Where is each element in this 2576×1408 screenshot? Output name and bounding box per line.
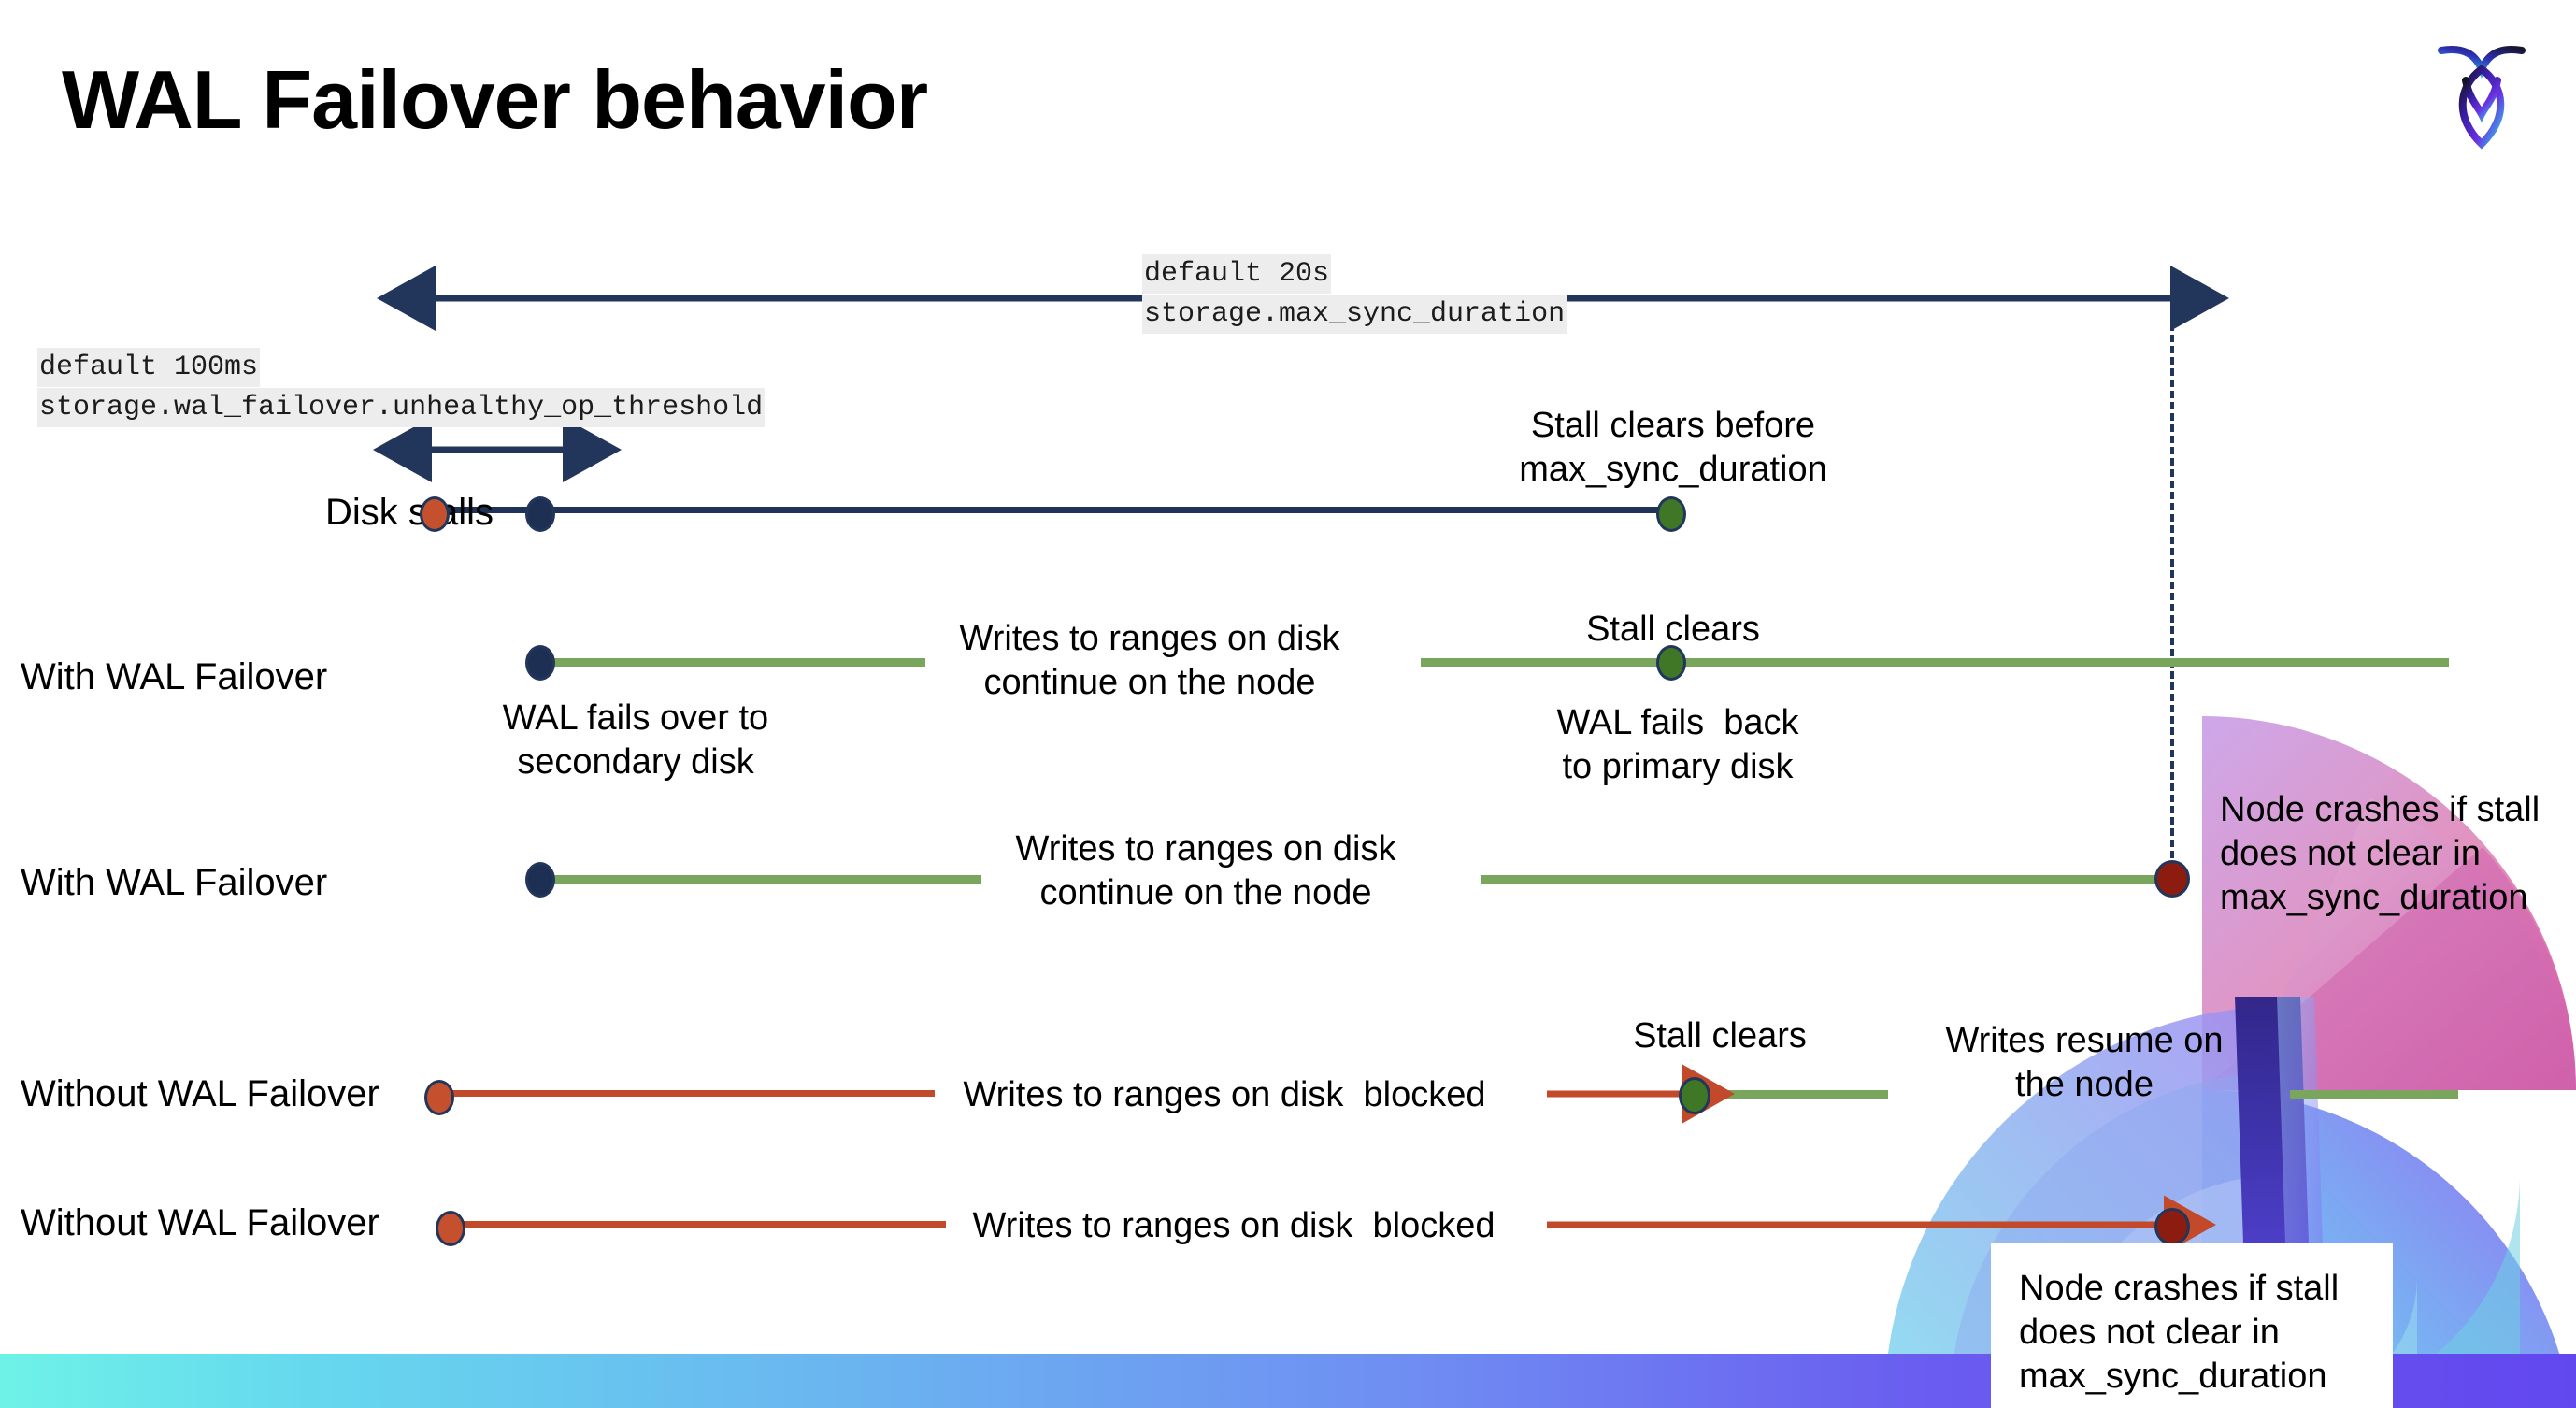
row-label-with-wal-failover-2: With WAL Failover — [21, 862, 328, 903]
page-title: WAL Failover behavior — [62, 53, 928, 146]
row2-note-writes-continue: Writes to ranges on disk continue on the… — [959, 619, 1340, 702]
row5-stall-start-dot — [436, 1211, 465, 1246]
row4-note-writes-resume: Writes resume on the node — [1945, 1021, 2224, 1104]
row3-timeline-right — [1481, 875, 2173, 884]
row1-stall-clears-dot — [1656, 496, 1686, 532]
row1-note-stall-clears-before: Stall clears before max_sync_duration — [1519, 406, 1827, 489]
max-sync-setting-label: storage.max_sync_duration — [1142, 295, 1567, 334]
row5-timeline-left — [451, 1221, 946, 1228]
row2-timeline-left — [537, 658, 925, 667]
row3-note-writes-continue: Writes to ranges on disk continue on the… — [1015, 829, 1396, 912]
row4-timeline-right — [1701, 1090, 1888, 1099]
row4-note-writes-blocked: Writes to ranges on disk blocked — [963, 1075, 1486, 1114]
row3-note-node-crashes: Node crashes if stall does not clear in … — [2220, 790, 2540, 917]
row3-timeline-left — [537, 875, 981, 884]
row2-note-stall-clears: Stall clears — [1586, 610, 1760, 649]
row5-note-node-crashes: Node crashes if stall does not clear in … — [2019, 1269, 2340, 1396]
max-sync-dashed-connector — [2170, 301, 2174, 881]
row2-stall-clears-dot — [1656, 645, 1686, 681]
max-sync-default-label: default 20s — [1142, 254, 1332, 294]
row-label-without-wal-failover-2: Without WAL Failover — [21, 1202, 379, 1243]
row4-note-stall-clears: Stall clears — [1633, 1016, 1807, 1056]
row4-stall-clears-dot — [1679, 1077, 1710, 1114]
row1-timeline — [432, 507, 1675, 513]
unhealthy-setting-label: storage.wal_failover.unhealthy_op_thresh… — [37, 388, 766, 427]
row-label-with-wal-failover-1: With WAL Failover — [21, 656, 328, 697]
row-label-disk-stalls: Disk stalls — [324, 492, 494, 533]
row4-timeline-left — [439, 1090, 935, 1097]
row3-node-crash-dot — [2154, 860, 2190, 898]
row1-threshold-dot — [525, 496, 555, 532]
row4-stall-start-dot — [424, 1080, 454, 1115]
row2-timeline-right — [1421, 658, 2449, 667]
row3-failover-dot — [525, 862, 555, 898]
row5-node-crash-dot — [2154, 1208, 2190, 1245]
cockroachdb-logo-icon — [2426, 28, 2537, 151]
row1-stall-start-dot — [420, 496, 450, 532]
row4-timeline-far-right — [2290, 1090, 2458, 1099]
unhealthy-default-label: default 100ms — [37, 348, 261, 387]
row5-note-writes-blocked: Writes to ranges on disk blocked — [972, 1206, 1496, 1245]
row-label-without-wal-failover-1: Without WAL Failover — [21, 1073, 379, 1114]
row2-note-wal-fails-back: WAL fails back to primary disk — [1556, 703, 1799, 786]
row2-note-wal-fails-over: WAL fails over to secondary disk — [502, 698, 769, 782]
row2-failover-dot — [525, 645, 555, 681]
